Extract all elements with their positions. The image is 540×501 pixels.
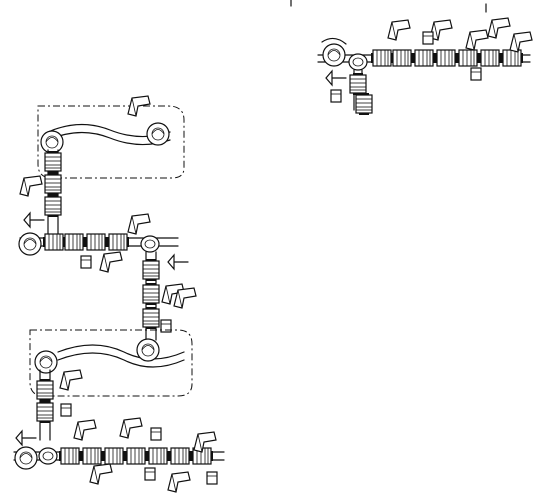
bottom-pipe-run	[13, 417, 225, 493]
middle-branch-assembly	[18, 213, 197, 341]
lower-loop-assembly	[15, 329, 193, 446]
upper-loop-assembly	[19, 95, 185, 241]
upper-right-pipe-run	[290, 0, 533, 116]
